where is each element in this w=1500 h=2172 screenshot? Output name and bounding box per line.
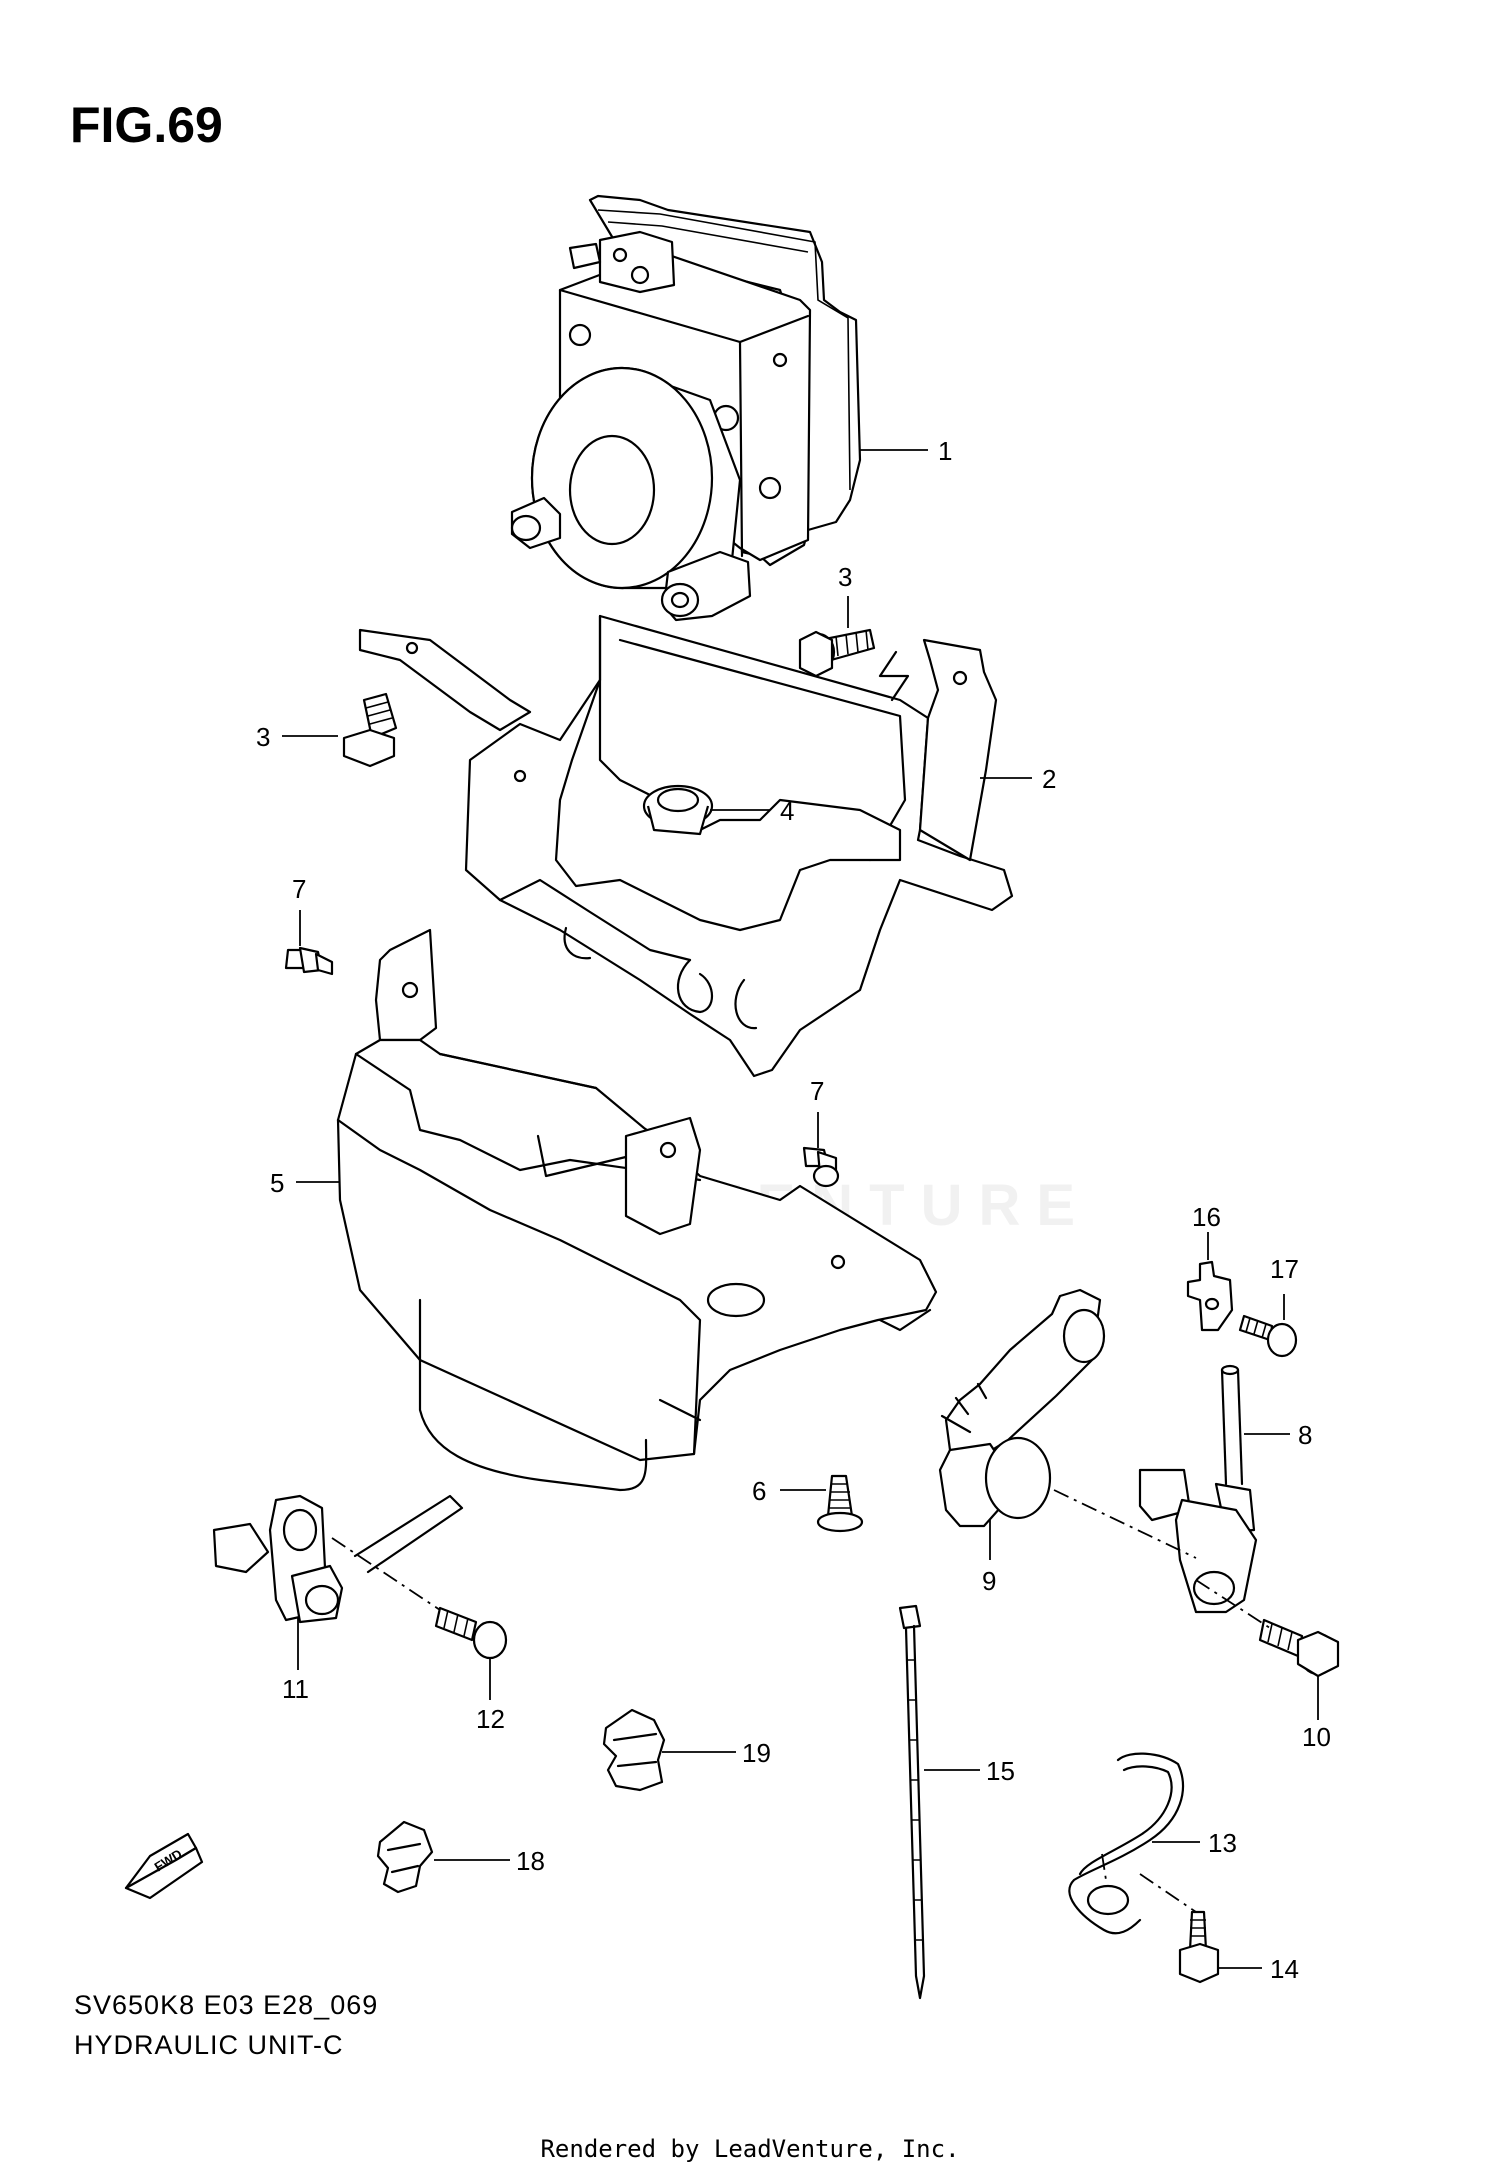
callout-3-upper: 3 xyxy=(838,562,852,592)
alignment-lines xyxy=(331,1489,1271,1913)
front-sensor-drawing xyxy=(212,1494,464,1624)
cable-tie-drawing xyxy=(898,1604,926,2000)
callout-4: 4 xyxy=(780,796,794,826)
model-code: SV650K8 E03 E28_069 xyxy=(74,1990,379,2020)
grommet-drawing xyxy=(642,784,714,836)
diagram-caption: HYDRAULIC UNIT-C xyxy=(74,2030,344,2060)
callout-9: 9 xyxy=(982,1566,996,1596)
callout-16: 16 xyxy=(1192,1202,1221,1232)
callout-8: 8 xyxy=(1298,1420,1312,1450)
callout-18: 18 xyxy=(516,1846,545,1876)
wire-guide-drawing xyxy=(1068,1752,1185,1935)
callout-1: 1 xyxy=(938,436,952,466)
rivet-left-drawing xyxy=(284,946,334,976)
bolt-guide-drawing xyxy=(1178,1910,1220,1984)
bolt-front-drawing xyxy=(434,1606,508,1660)
bolt-clip-drawing xyxy=(1238,1314,1298,1358)
callout-19: 19 xyxy=(742,1738,771,1768)
callout-6: 6 xyxy=(752,1476,766,1506)
bolt-right-drawing xyxy=(1258,1618,1340,1678)
callout-17: 17 xyxy=(1270,1254,1299,1284)
clip-nut-drawing xyxy=(1186,1260,1234,1332)
callout-labels: 1 2 3 3 4 5 6 7 7 8 9 10 11 12 13 14 15 … xyxy=(256,436,1331,1984)
sensor-bracket-drawing xyxy=(938,1288,1106,1528)
callout-10: 10 xyxy=(1302,1722,1331,1752)
forward-direction-arrow: FWD xyxy=(124,1832,204,1900)
callout-15: 15 xyxy=(986,1756,1015,1786)
callout-7-left: 7 xyxy=(292,874,306,904)
clamp-drawing xyxy=(602,1708,666,1792)
callout-14: 14 xyxy=(1270,1954,1299,1984)
hydraulic-unit-drawing xyxy=(510,194,862,622)
render-credit: Rendered by LeadVenture, Inc. xyxy=(540,2135,960,2163)
callout-13: 13 xyxy=(1208,1828,1237,1858)
clamp-small-drawing xyxy=(376,1820,434,1894)
callout-3-left: 3 xyxy=(256,722,270,752)
figure-title: FIG.69 xyxy=(70,97,223,153)
upper-bracket-drawing xyxy=(358,614,1014,1078)
wire-lead-drawing xyxy=(1138,1364,1258,1614)
callout-11: 11 xyxy=(282,1674,309,1704)
screw-drawing xyxy=(816,1474,864,1533)
callout-5: 5 xyxy=(270,1168,284,1198)
bolt-upper-right-drawing xyxy=(798,628,876,678)
callout-12: 12 xyxy=(476,1704,505,1734)
bolt-left-drawing xyxy=(342,692,398,768)
rivet-center-drawing xyxy=(802,1146,840,1188)
leader-lines xyxy=(282,449,1319,1969)
callout-2: 2 xyxy=(1042,764,1056,794)
callout-7-center: 7 xyxy=(810,1076,824,1106)
lower-cover-drawing xyxy=(336,928,938,1492)
